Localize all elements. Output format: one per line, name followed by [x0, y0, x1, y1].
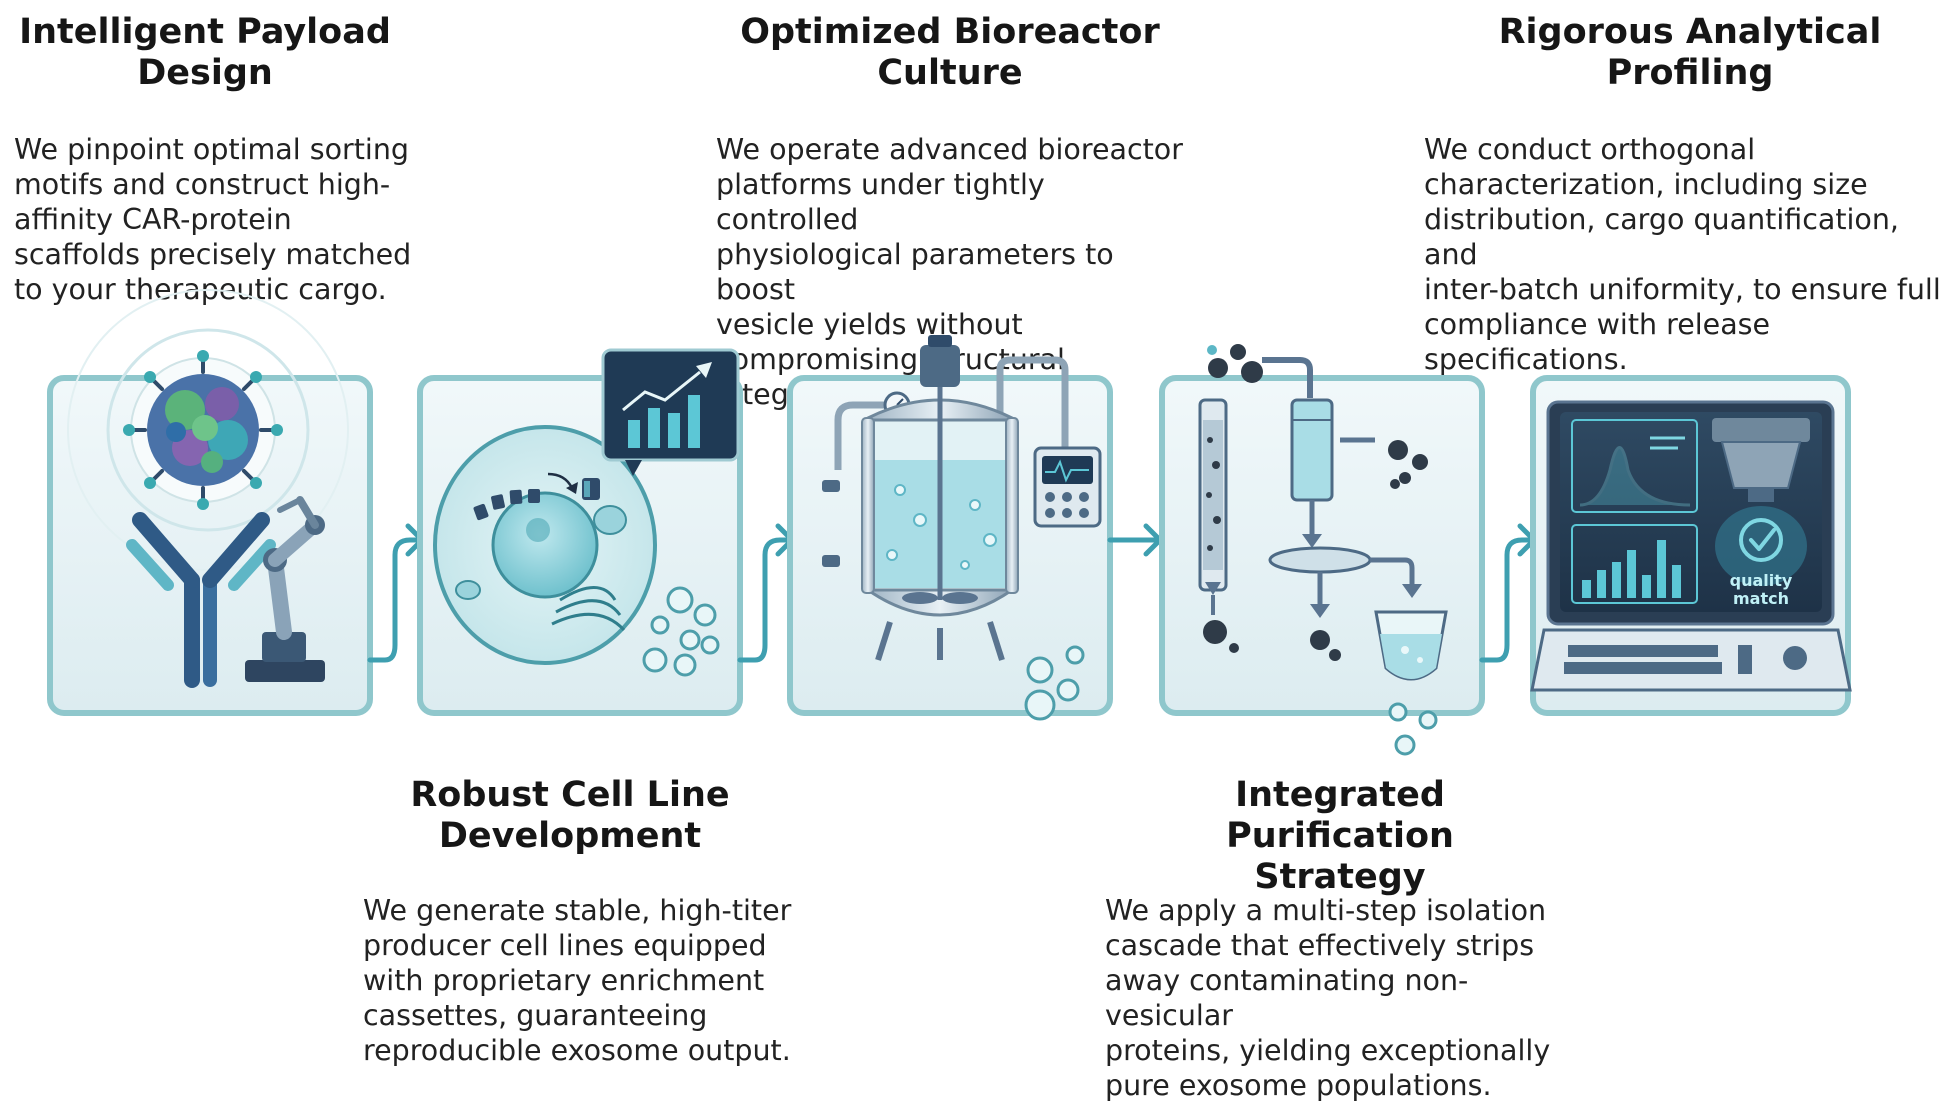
keyboard-icon — [1530, 628, 1852, 692]
panel-payload-design — [47, 289, 373, 716]
protein-globe-icon — [123, 350, 283, 510]
collection-vial-icon — [1374, 610, 1448, 756]
arrow-2-to-3 — [737, 523, 795, 663]
arrow-3-to-4 — [1107, 523, 1163, 557]
step-5-description: We conduct orthogonal characterization, … — [1424, 133, 1941, 376]
step-2-description: We generate stable, high-titer producer … — [363, 894, 792, 1067]
arrow-1-to-2 — [367, 523, 425, 663]
step-3-title: Optimized Bioreactor Culture — [740, 12, 1160, 93]
chromatography-column-icon — [1290, 398, 1375, 548]
exosome-bubbles — [1024, 645, 1085, 721]
control-panel-icon — [1033, 446, 1102, 528]
badge-line-1: quality — [1729, 571, 1793, 590]
exosome-bubbles — [642, 586, 720, 677]
arrow-4-to-5 — [1479, 523, 1537, 663]
panel-bioreactor — [787, 335, 1113, 721]
process-illustration — [47, 289, 1852, 756]
robotic-arm-icon — [245, 496, 325, 682]
step-1-title: Intelligent Payload Design — [19, 12, 391, 93]
step-2-title: Robust Cell Line Development — [410, 775, 730, 856]
filter-column-icon — [1198, 398, 1228, 615]
antibody-icon — [126, 512, 276, 688]
badge-line-2: match — [1733, 589, 1789, 608]
step-4-title: Integrated Purification Strategy — [1226, 775, 1454, 897]
growth-chart-icon — [601, 348, 740, 476]
step-5-title: Rigorous Analytical Profiling — [1498, 12, 1882, 93]
quality-match-badge: quality match — [1711, 572, 1811, 608]
panel-cell-line — [417, 348, 743, 716]
monitor-icon — [1546, 400, 1835, 626]
bioreactor-icon — [822, 335, 1069, 661]
cell-icon — [433, 425, 657, 665]
waste-particles — [1203, 440, 1428, 661]
step-1-description: We pinpoint optimal sorting motifs and c… — [14, 133, 412, 306]
panel-analytics — [1530, 375, 1852, 716]
panel-purification — [1159, 344, 1485, 756]
membrane-filter-icon — [1268, 546, 1422, 618]
particle-cluster-icon — [1207, 344, 1263, 383]
